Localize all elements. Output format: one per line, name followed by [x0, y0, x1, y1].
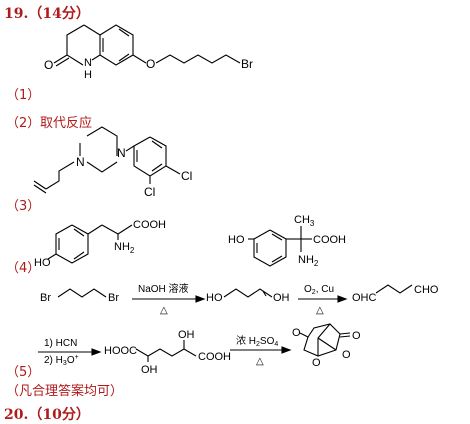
step2-condition: O2, Cu: [304, 284, 334, 296]
step4-condition: 浓 H2SO4: [236, 335, 278, 348]
structure-4a-tyrosine: [47, 224, 133, 264]
s4a-ho: HO: [34, 257, 51, 269]
question-20-header: 20.（10分）: [4, 407, 90, 423]
step4-heat: △: [256, 356, 264, 367]
question-19-header: 19.（14分）: [4, 6, 90, 22]
part-2-answer: 取代反应: [40, 116, 93, 131]
s1-nh-h: H: [84, 69, 92, 81]
row2-cooh: COOH: [198, 351, 231, 363]
s1-carbonyl-o: O: [44, 58, 53, 72]
s3-n2: N: [76, 155, 85, 169]
step1-condition: NaOH 溶液: [138, 282, 189, 295]
lactone-o2: O: [312, 357, 321, 369]
s3-cl2: Cl: [144, 185, 155, 199]
part-5-number: （5）: [6, 365, 41, 380]
row2-oh-bottom: OH: [141, 364, 158, 376]
s4b-ch3: CH3: [294, 214, 315, 228]
s4b-nh2: NH2: [298, 254, 319, 268]
s3-cl1: Cl: [181, 169, 192, 183]
scheme-row-2: [38, 340, 292, 362]
s4a-nh2: NH2: [114, 241, 135, 255]
s1-n: N: [84, 57, 92, 69]
s4b-ho: HO: [228, 234, 245, 246]
row1-br-right: Br: [108, 292, 119, 304]
structure-4b-amino-acid: [248, 226, 312, 267]
step1-heat: △: [160, 305, 168, 316]
step2-heat: △: [316, 305, 324, 316]
lactone-o3: O: [352, 330, 361, 342]
bicyclic-dilactone: [299, 323, 351, 357]
structure-3-piperazine: [33, 126, 181, 194]
part-1-number: （1）: [6, 88, 41, 103]
row1-ohc: OHC: [352, 292, 377, 304]
step3-line2: 2) H3O+: [44, 354, 79, 367]
s4b-cooh: COOH: [313, 234, 346, 246]
s1-br: Br: [241, 57, 253, 71]
lactone-o4: O: [342, 349, 351, 361]
row1-oh: OH: [273, 292, 290, 304]
row1-ho: HO: [206, 292, 223, 304]
structure-1-dihydroquinolinone: [53, 24, 241, 67]
row1-br-left: Br: [40, 292, 51, 304]
part-4-number: （4）: [6, 261, 41, 276]
s1-ether-o: O: [146, 57, 155, 71]
step3-line1: 1) HCN: [44, 338, 77, 349]
row2-hooc: HOOC: [104, 345, 137, 357]
part-3-number: （3）: [6, 199, 41, 214]
scheme-row-1: [57, 284, 413, 303]
row1-cho: CHO: [414, 284, 439, 296]
s3-n1: N: [117, 146, 126, 160]
part-5-note: （凡合理答案均可）: [6, 384, 124, 399]
s4a-cooh: COOH: [133, 219, 166, 231]
lactone-o1: O: [292, 327, 301, 339]
row2-oh-top: OH: [178, 329, 195, 341]
part-2-number: （2）: [6, 116, 41, 131]
